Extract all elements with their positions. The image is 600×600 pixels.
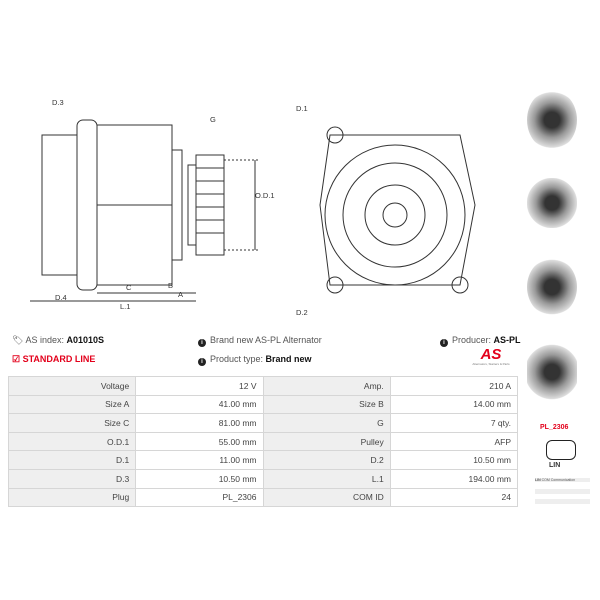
label-a: A [178, 290, 183, 299]
spec-value: 14.00 mm [389, 394, 519, 415]
checkbox-icon: ☑ [12, 354, 21, 364]
spec-label: D.1 [7, 450, 137, 470]
label-b: B [168, 281, 173, 290]
spec-label: COM ID [262, 487, 391, 508]
plug-type: LIN [549, 462, 561, 469]
label-d3: D.3 [52, 98, 64, 107]
spec-label: L.1 [262, 468, 391, 489]
spec-label: Size C [7, 413, 137, 433]
spec-label: D.2 [262, 450, 391, 470]
product-photo-3[interactable] [527, 258, 577, 316]
spec-value: 41.00 mm [135, 394, 264, 415]
spec-label: Size B [262, 394, 391, 415]
spec-value: 55.00 mm [135, 431, 264, 452]
label-d4: D.4 [55, 293, 67, 302]
as-index: 🏷 AS index: A01010S [12, 335, 105, 345]
product-photo-2[interactable] [527, 178, 577, 228]
spec-label: Size A [7, 394, 137, 415]
plug-legend-empty [535, 499, 590, 504]
product-photo-4[interactable] [527, 343, 577, 401]
spec-label: O.D.1 [7, 431, 137, 452]
spec-label: Amp. [262, 376, 391, 396]
spec-label: Plug [7, 487, 137, 508]
label-c: C [126, 283, 132, 292]
spec-value: 10.50 mm [389, 450, 519, 470]
spec-value: 210 A [389, 376, 519, 396]
plug-code: PL_2306 [540, 424, 569, 431]
label-d1: D.1 [296, 104, 308, 113]
technical-drawing: D.3 G O.D.1 C B A D.4 L.1 D.1 D.2 [30, 98, 476, 317]
spec-value: 81.00 mm [135, 413, 264, 433]
info-icon: i [440, 339, 448, 347]
plug-legend-empty [535, 489, 590, 494]
info-icon: i [198, 339, 206, 347]
spec-value: 194.00 mm [389, 468, 519, 489]
product-photo-1[interactable] [527, 90, 577, 150]
tags-icon: 🏷 [12, 335, 24, 345]
label-d2: D.2 [296, 308, 308, 317]
plug-legend-row: LIN COM Communication [535, 478, 590, 482]
label-od1: O.D.1 [255, 191, 275, 200]
spec-label: G [262, 413, 391, 433]
info-icon: i [198, 358, 206, 366]
spec-value: PL_2306 [135, 487, 264, 508]
spec-label: Voltage [7, 376, 137, 396]
spec-label: D.3 [7, 468, 137, 489]
spec-value: AFP [389, 431, 519, 452]
plug-icon [546, 440, 576, 460]
label-l1: L.1 [120, 302, 130, 311]
spec-value: 24 [389, 487, 519, 508]
label-g: G [210, 115, 216, 124]
as-logo: AS Alternators, Starters & Parts [472, 346, 510, 366]
standard-line: ☑ STANDARD LINE [12, 354, 96, 364]
spec-value: 11.00 mm [135, 450, 264, 470]
spec-value: 7 qty. [389, 413, 519, 433]
spec-label: Pulley [262, 431, 391, 452]
spec-value: 12 V [135, 376, 264, 396]
spec-value: 10.50 mm [135, 468, 264, 489]
